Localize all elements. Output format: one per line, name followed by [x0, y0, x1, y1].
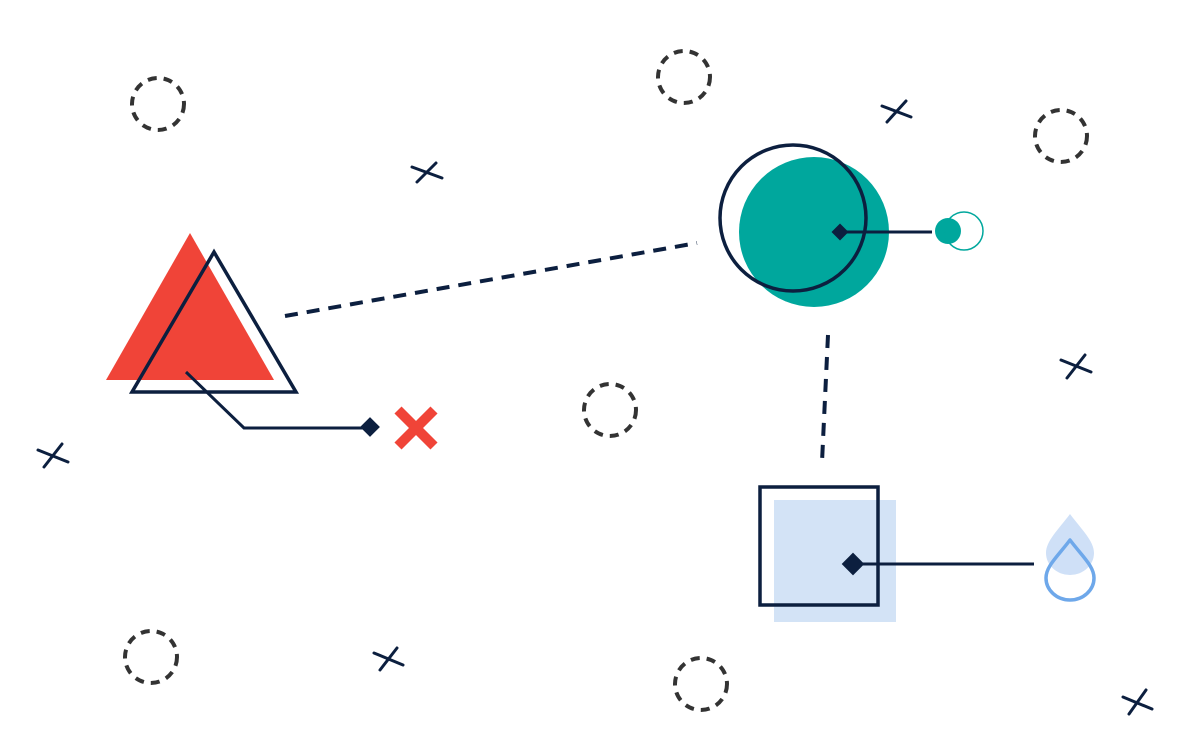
- dashed-circle-icon: [582, 382, 638, 438]
- circle-group: [718, 143, 984, 307]
- dashed-circle-icon: [1033, 108, 1089, 164]
- triangle-circle-connector: [284, 241, 698, 318]
- dashed-connectors: [284, 241, 830, 463]
- cross-mark-icon: [1059, 353, 1093, 380]
- dashed-circle-icon: [673, 656, 729, 712]
- triangle-leader-diamond: [360, 417, 380, 437]
- dashed-circles: [123, 49, 1089, 712]
- outline-square-shape: [758, 485, 880, 607]
- cross-mark-icon: [880, 99, 913, 124]
- circle-square-connector: [820, 334, 830, 463]
- square-group: [758, 485, 1096, 622]
- dashed-circle-icon: [130, 76, 186, 132]
- triangle-leader-line: [184, 370, 370, 430]
- small-circle-icon: [935, 211, 984, 251]
- outline-circle-shape: [718, 143, 868, 293]
- dashed-circle-icon: [656, 49, 712, 105]
- cross-mark-icon: [410, 161, 444, 184]
- x-mark-icon: [394, 406, 438, 450]
- water-drop-icon: [1044, 514, 1096, 602]
- cross-mark-icon: [36, 442, 70, 469]
- cross-marks: [36, 99, 1154, 716]
- red-triangle-shape: [106, 233, 274, 380]
- light-blue-square-shape: [774, 500, 896, 622]
- teal-circle-shape: [739, 157, 889, 307]
- outline-triangle-shape: [128, 248, 300, 394]
- cross-mark-icon: [1121, 688, 1154, 716]
- circle-leader-diamond: [831, 223, 849, 241]
- cross-mark-icon: [372, 646, 405, 672]
- square-leader-diamond: [841, 552, 865, 576]
- dashed-circle-icon: [123, 629, 179, 685]
- triangle-group: [106, 233, 438, 450]
